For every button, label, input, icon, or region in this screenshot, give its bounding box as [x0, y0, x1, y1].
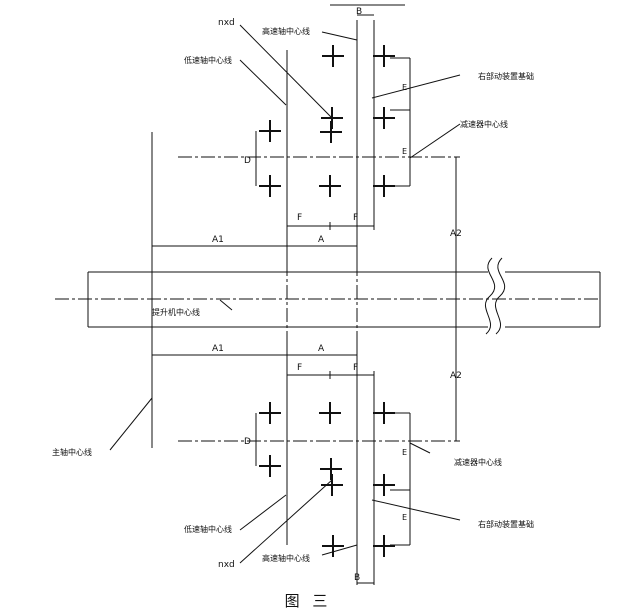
dim-B-top: B [356, 7, 362, 17]
label-high-speed-shaft-bottom: 高速轴中心线 [262, 553, 310, 563]
label-nxd-bottom: nxd [218, 560, 235, 570]
dim-E-bottom-2: E [402, 513, 407, 522]
dim-E-top-2: E [402, 147, 407, 156]
label-high-speed-shaft-top: 高速轴中心线 [262, 26, 310, 36]
top-frame [330, 4, 410, 225]
dimension-lines [151, 14, 457, 584]
dim-F-bottom-left: F [297, 363, 302, 373]
label-right-frame-top: 右部动装置基础 [478, 71, 534, 81]
dim-F-top-left: F [297, 213, 302, 223]
main-shaft-body [87, 257, 601, 335]
dim-A-top: A [318, 235, 325, 245]
dim-B-bottom: B [354, 573, 360, 583]
dim-F-top-right: F [353, 213, 358, 223]
dim-A2-bottom: A2 [450, 371, 462, 381]
dim-A-bottom: A [318, 344, 325, 354]
label-low-speed-shaft-bottom: 低速轴中心线 [184, 524, 232, 534]
dim-E-top-1: E [402, 83, 407, 92]
leader-lines [109, 24, 461, 564]
bolt-crosses-bottom [259, 402, 395, 557]
figure-caption: 图 三 [284, 592, 332, 610]
dim-A1-bottom: A1 [212, 344, 224, 354]
bolt-crosses-top [259, 45, 395, 197]
dim-D-top: D [244, 156, 251, 166]
label-right-frame-bottom: 右部动装置基础 [478, 519, 534, 529]
dim-A1-top: A1 [212, 235, 224, 245]
label-reducer-top: 减速器中心线 [460, 119, 508, 129]
label-nxd-top: nxd [218, 18, 235, 28]
bottom-frame [373, 375, 410, 585]
label-main-shaft: 主轴中心线 [52, 447, 92, 457]
label-low-speed-shaft-top: 低速轴中心线 [184, 55, 232, 65]
label-reducer-bottom: 减速器中心线 [454, 457, 502, 467]
dim-D-bottom: D [244, 437, 251, 447]
dim-E-bottom-1: E [402, 448, 407, 457]
dim-A2-top: A2 [450, 229, 462, 239]
label-hoist: 提升机中心线 [152, 307, 200, 317]
dim-F-bottom-right: F [353, 363, 358, 373]
